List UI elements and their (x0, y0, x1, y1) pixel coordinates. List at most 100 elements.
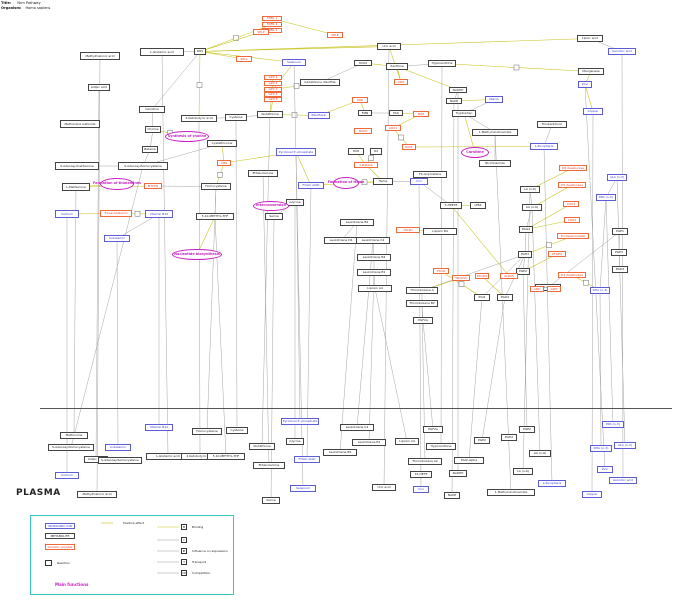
node-p-glycine[interactable]: Glycine (286, 438, 304, 445)
node-p-txb2[interactable]: Thromboxane A2 (408, 458, 442, 465)
node-fn-thiol[interactable]: Formation of thiolamines (93, 178, 141, 190)
node-xdh[interactable]: XDH (394, 79, 408, 85)
node-pge3[interactable]: PGE3 (611, 249, 627, 256)
node-gpx1[interactable]: GPX 1 (264, 75, 282, 80)
node-p-pgd2[interactable]: PGE2 (474, 437, 490, 444)
node-lipoic[interactable]: Lipoic acid (577, 35, 603, 42)
node-p-lipoxin[interactable]: Lipoxin A4 (395, 438, 419, 445)
node-methylthf[interactable]: 5,10-METHYL-THF (196, 213, 234, 220)
node-p-cysteine[interactable]: Cysteine (226, 427, 248, 434)
node-heme[interactable]: Heme (373, 178, 393, 185)
node-ido1[interactable]: IDO1 (402, 144, 416, 150)
node-p-pge2b[interactable]: PGE2 (519, 426, 535, 433)
node-mthfr[interactable]: MTHFR (144, 183, 162, 189)
node-o2[interactable]: O2 (370, 148, 382, 155)
node-folic[interactable]: FOLIC ACID (298, 182, 324, 189)
node-ltb4[interactable]: LTB4 (470, 202, 486, 209)
node-ethanolamine[interactable]: Ethanolamine (248, 170, 278, 177)
node-p-sah[interactable]: S-Adenosylhomocysteine (48, 444, 94, 451)
node-selenium[interactable]: Selenium (282, 59, 306, 66)
node-methylnic[interactable]: 1-Methylnicotinamide (472, 129, 518, 136)
node-sell[interactable]: SELL (236, 56, 252, 62)
node-p-uric[interactable]: Uric acid (372, 484, 396, 491)
node-thiobarb[interactable]: Thiobarbituric (537, 121, 567, 128)
node-cystathionine[interactable]: Cystathionine (207, 140, 237, 147)
node-homocysteine[interactable]: Homocysteine (201, 183, 231, 190)
node-p-hypox[interactable]: Hypoxanthine (426, 443, 456, 450)
node-fad[interactable]: FAD (389, 110, 403, 116)
node-p-homocysteine[interactable]: Homocysteine (192, 428, 222, 435)
node-carnitine[interactable]: Carnitine (139, 106, 165, 113)
node-fn-heme[interactable]: Formation of Heme (328, 177, 364, 189)
node-gdd[interactable]: GDD (530, 286, 544, 292)
node-p-nadph[interactable]: NADPH (449, 470, 467, 477)
node-ptges[interactable]: PTGES (548, 251, 566, 257)
node-shpete[interactable]: 5-HPETE (440, 202, 462, 209)
node-ltb4c[interactable]: Leukotriene B4 (357, 254, 391, 261)
node-lipoxin[interactable]: Lipoxin A4 (358, 285, 392, 292)
node-d5d[interactable]: D5 desaturase (558, 182, 586, 188)
node-sam[interactable]: S-Adenosylmethionine (55, 162, 99, 170)
node-tocopherol[interactable]: a-Tocopherol (530, 143, 558, 150)
node-txa2[interactable]: Thromboxane A (406, 287, 438, 294)
node-endoperox[interactable]: Endoperoxidase (557, 233, 589, 239)
node-methionine[interactable]: L-Methionine (62, 183, 90, 191)
node-p-ltc4[interactable]: Leukotriene C4 (340, 424, 374, 431)
node-vitb12[interactable]: Vitamin B12 (145, 210, 173, 218)
node-pge2[interactable]: PGE2 (516, 268, 530, 275)
node-tryptophan[interactable]: Tryptophan (452, 110, 476, 117)
node-ptgis[interactable]: PTGIS (433, 268, 449, 274)
node-p-methylmalonic[interactable]: Methylmalonic acid (77, 491, 117, 498)
node-selp[interactable]: SELP (253, 29, 269, 35)
node-hypox[interactable]: Hypoxanthine (428, 60, 456, 67)
node-catalase[interactable]: Catalase (354, 162, 378, 168)
node-gpx4[interactable]: GPX 4 (264, 92, 282, 97)
node-glutathione[interactable]: Glutathione (257, 111, 283, 118)
node-p-aa[interactable]: AA (n-6) (529, 450, 551, 457)
node-p-dha[interactable]: DHA (n-3) (590, 445, 612, 452)
node-d4d[interactable]: D4 desaturase (558, 272, 586, 278)
node-fmn[interactable]: FMN (358, 110, 372, 116)
node-pge1[interactable]: PGE1 (612, 228, 628, 235)
node-p-folic[interactable]: FOLIC ACID (294, 456, 320, 463)
node-d6d[interactable]: D6 desaturase (559, 165, 587, 171)
node-pgd2[interactable]: PGD2 (497, 294, 513, 301)
node-transcob[interactable]: Transcobalamin (100, 210, 132, 217)
node-aa[interactable]: AA (n-6) (522, 204, 542, 211)
node-gpx3[interactable]: GPX 3 (264, 87, 282, 92)
node-sah[interactable]: S-Adenosylhomocysteine (118, 162, 168, 170)
node-ala[interactable]: ALA (n-3) (607, 174, 627, 181)
node-p-copper[interactable]: Copper (582, 491, 602, 498)
node-p-epa[interactable]: EPA (n-3) (602, 421, 624, 428)
node-p-selenium[interactable]: Selenium (290, 485, 316, 492)
node-ptgds[interactable]: PTGDS (475, 273, 489, 279)
node-dha[interactable]: DHA (n-3) (590, 287, 610, 294)
node-nicotinamide[interactable]: Nicotinamide (479, 160, 511, 167)
node-cox1[interactable]: COX1 (563, 201, 579, 207)
node-choline[interactable]: Choline (145, 126, 161, 133)
node-p-iron[interactable]: Iron (413, 486, 429, 493)
node-h2o[interactable]: H2O (348, 148, 364, 155)
node-aox1[interactable]: AOX1 (385, 125, 401, 131)
node-lte4[interactable]: Leukotriene E4 (357, 269, 391, 276)
node-epa[interactable]: EPA (n-3) (596, 194, 616, 201)
node-tnfa[interactable]: TNFA 1 (262, 16, 282, 21)
node-zinc[interactable]: Zinc (578, 81, 592, 88)
node-p-sahcys[interactable]: S-Adenosylhomocysteine (98, 457, 142, 464)
node-ros[interactable]: ROS (194, 48, 206, 55)
node-glutamic[interactable]: L-Glutamic acid (140, 48, 184, 56)
node-ltc4[interactable]: Leukotriene C4 (356, 237, 390, 244)
node-ketobut[interactable]: 2-Ketobutyric acid (181, 115, 217, 122)
node-gsr[interactable]: GSR (352, 97, 368, 103)
node-p-zinc[interactable]: Zinc (597, 466, 613, 473)
node-betaine[interactable]: Betaine (142, 146, 158, 153)
node-p-methylthf[interactable]: 5,10-METHYL-THF (207, 453, 245, 460)
node-nadp[interactable]: NADP (446, 98, 462, 104)
node-lipoxinb[interactable]: Lipoxin B4 (423, 228, 457, 235)
node-sele[interactable]: SELE (327, 32, 343, 38)
node-methylmalonic[interactable]: Methylmalonic acid (80, 52, 120, 60)
node-cysteine[interactable]: Cysteine (225, 114, 247, 121)
node-nadph[interactable]: NADPH (449, 87, 467, 93)
node-p-methionine[interactable]: Methionine (60, 432, 88, 439)
node-adipic[interactable]: Adipic acid (88, 84, 110, 91)
